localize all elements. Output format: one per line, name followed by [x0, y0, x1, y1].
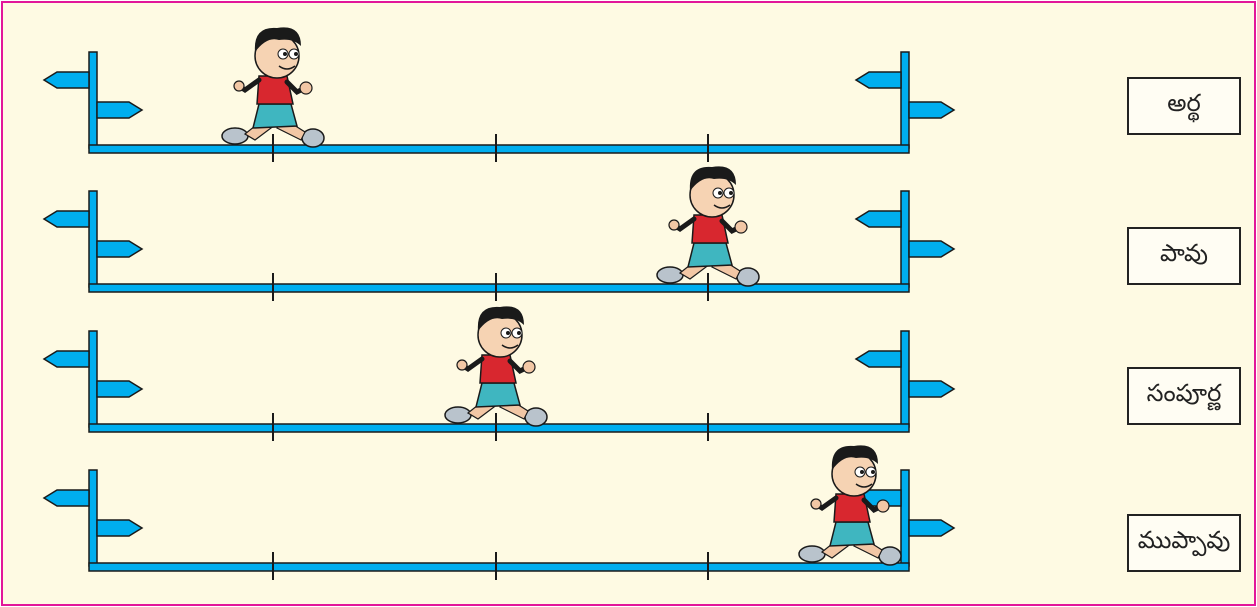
right-flag-icon: [97, 241, 142, 257]
running-boy-icon: [222, 27, 324, 147]
left-flag-icon: [856, 211, 901, 227]
left-flag-icon: [44, 351, 89, 367]
track-rail: [89, 563, 909, 571]
right-flag-icon: [909, 102, 954, 118]
right-flag-icon: [909, 520, 954, 536]
finish-post: [901, 52, 909, 148]
finish-post: [901, 191, 909, 287]
right-flag-icon: [97, 102, 142, 118]
left-flag-icon: [856, 351, 901, 367]
running-boy-icon: [799, 445, 901, 565]
start-post: [89, 331, 97, 427]
start-post: [89, 52, 97, 148]
right-flag-icon: [97, 381, 142, 397]
track-label-box: అర్థ: [1127, 77, 1241, 135]
track-rail: [89, 145, 909, 153]
track-label-box: ముప్పావు: [1127, 514, 1241, 572]
left-flag-icon: [44, 72, 89, 88]
right-flag-icon: [909, 381, 954, 397]
finish-post: [901, 331, 909, 427]
track-rail: [89, 424, 909, 432]
left-flag-icon: [44, 490, 89, 506]
track-rail: [89, 284, 909, 292]
right-flag-icon: [97, 520, 142, 536]
left-flag-icon: [856, 72, 901, 88]
track-label-box: సంపూర్ణ: [1127, 367, 1241, 425]
running-boy-icon: [657, 166, 759, 286]
finish-post: [901, 470, 909, 566]
start-post: [89, 191, 97, 287]
track-label-box: పావు: [1127, 227, 1241, 285]
race-track: [44, 470, 954, 580]
track-label: అర్థ: [1167, 89, 1200, 123]
race-track: [44, 191, 954, 301]
race-track: [44, 52, 954, 162]
right-flag-icon: [909, 241, 954, 257]
track-label: సంపూర్ణ: [1147, 379, 1222, 413]
running-boy-icon: [445, 306, 547, 426]
track-label: పావు: [1160, 239, 1208, 273]
left-flag-icon: [44, 211, 89, 227]
start-post: [89, 470, 97, 566]
track-label: ముప్పావు: [1138, 526, 1231, 560]
